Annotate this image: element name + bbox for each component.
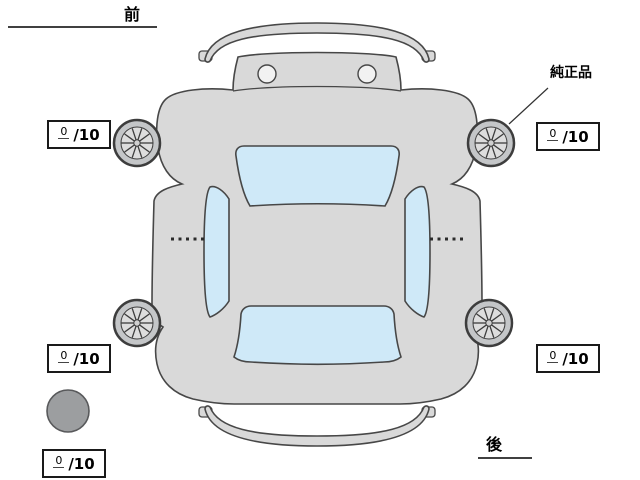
tire-score-rear-left: 0 /10 <box>47 344 111 373</box>
wheel-rear-left-icon <box>112 298 162 348</box>
tire-score-front-left: 0 /10 <box>47 120 111 149</box>
tire-score-denominator: /10 <box>68 454 95 473</box>
tire-score-front-right: 0 /10 <box>536 122 600 151</box>
tire-score-rear-right: 0 /10 <box>536 344 600 373</box>
front-label: 前 <box>124 5 141 24</box>
rear-window-glass <box>233 305 402 366</box>
car-body <box>151 51 483 405</box>
genuine-parts-label: 純正品 <box>550 65 592 81</box>
tire-score-denominator: /10 <box>562 349 589 368</box>
right-side-window-glass <box>404 185 431 318</box>
windshield-glass <box>235 145 400 207</box>
tire-score-value: 0 <box>547 126 559 141</box>
wheel-front-left-icon <box>112 118 162 168</box>
spare-tire-icon <box>46 389 90 433</box>
hood-circle-left <box>257 64 277 84</box>
tire-score-denominator: /10 <box>73 125 100 144</box>
tire-score-spare: 0 /10 <box>42 449 106 478</box>
tire-score-value: 0 <box>547 348 559 363</box>
tire-score-value: 0 <box>58 348 70 363</box>
front-bumper <box>204 22 430 63</box>
hood-circle-right <box>357 64 377 84</box>
hood-seam-line <box>232 85 402 92</box>
rear-label: 後 <box>486 435 503 454</box>
tire-score-denominator: /10 <box>562 127 589 146</box>
tire-score-denominator: /10 <box>73 349 100 368</box>
wheel-front-right-icon <box>466 118 516 168</box>
tire-score-value: 0 <box>58 124 70 139</box>
wheel-rear-right-icon <box>464 298 514 348</box>
rear-bumper <box>204 405 430 447</box>
tire-score-value: 0 <box>53 453 65 468</box>
left-side-window-glass <box>203 185 230 318</box>
genuine-label-leader-line <box>508 87 549 125</box>
